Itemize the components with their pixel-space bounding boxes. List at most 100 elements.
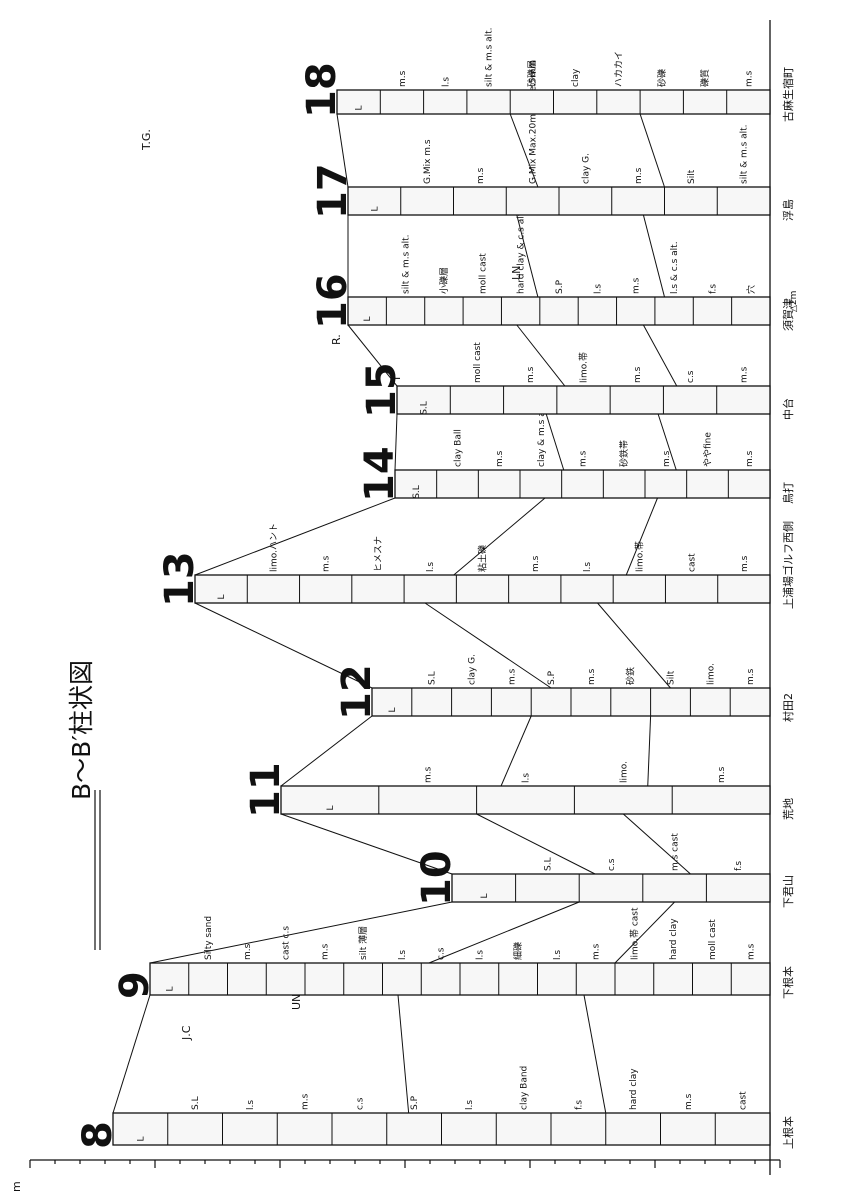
figure-title: B～B′柱状図 <box>67 660 96 800</box>
layer-label: l.s <box>553 950 563 960</box>
layer-label: 礫質 <box>699 69 711 87</box>
layer-label: clay <box>571 68 581 87</box>
layer-label: 穴 <box>745 285 757 294</box>
layer-label: S.P <box>555 279 565 294</box>
unit-label: LN <box>510 266 523 280</box>
bore-number: 15 <box>359 362 405 418</box>
bore-number: 13 <box>157 551 203 607</box>
correlation-line <box>425 603 551 688</box>
layer-label: clay G. <box>581 153 591 184</box>
layer-label: limo.帯 <box>633 541 645 572</box>
layer-label: ヒメスナ <box>373 536 384 572</box>
layer-label: l.s <box>583 562 593 572</box>
unit-label: UN <box>290 994 303 1010</box>
layer-label: m.s <box>592 943 602 960</box>
layer-label: S.L <box>420 401 430 415</box>
layer-label: l.s <box>246 1100 256 1110</box>
layer-label: L <box>370 206 380 211</box>
place-name: 上浦場ゴルフ西側 <box>781 521 795 609</box>
layer-label: cast <box>688 553 698 572</box>
layer-label: m.s <box>634 167 644 184</box>
layer-label: m.s <box>507 668 517 685</box>
bore-column-17: 17浮島LG.Mix m.sm.sG.Mix Max.20mm ave.5mmc… <box>310 60 795 221</box>
layer-label: silt & m.s alt. <box>402 234 412 294</box>
layer-label: l.s <box>522 773 532 783</box>
layer-label: m.s <box>633 366 643 383</box>
layer-label: L <box>355 105 365 110</box>
layer-label: m.s <box>747 943 757 960</box>
layer-label: m.s <box>322 555 332 572</box>
layer-label: limo.帯 cast <box>628 907 640 960</box>
layer-label: l.s <box>426 562 436 572</box>
bore-number: 18 <box>299 62 345 118</box>
correlation-line <box>643 215 664 297</box>
bore-strip <box>281 786 770 814</box>
layer-label: m.s <box>745 450 755 467</box>
correlation-line <box>398 995 409 1113</box>
layer-label: L <box>326 805 336 810</box>
layer-label: 砂鉄帯 <box>618 440 630 467</box>
layer-label: L <box>480 893 490 898</box>
layer-label: S.L <box>428 671 438 685</box>
layer-label: m.s <box>717 766 727 783</box>
layer-label: moll cast <box>478 253 488 294</box>
layer-label: m.s <box>684 1093 694 1110</box>
layer-label: S.L <box>412 485 422 499</box>
layer-label: 粘土礫 <box>477 545 489 572</box>
place-name: 古麻生宿町 <box>781 67 795 122</box>
layer-label: l.s <box>398 950 408 960</box>
layer-label: limo. <box>706 663 716 685</box>
layer-label: 細礫 <box>512 942 524 960</box>
bore-column-10: 10下君山LS.Lc.sm.s castf.s <box>414 833 795 908</box>
bore-number: 17 <box>310 163 356 219</box>
layer-label: m.s <box>495 450 505 467</box>
bore-column-12: 12村田2LS.Lclay G.m.sS.Pm.s砂鉄Siltlimo.m.s <box>334 654 795 722</box>
layer-label: Silty sand <box>204 916 214 960</box>
layer-label: clay G. <box>468 654 478 685</box>
place-name: 中台 <box>781 398 795 420</box>
unit-label: J.C <box>180 1025 193 1041</box>
bore-number: 14 <box>357 446 403 502</box>
layer-label: hard clay & c.s alt. <box>517 210 527 294</box>
layer-label: cast c.s <box>282 926 292 960</box>
layer-label: m.s <box>398 70 408 87</box>
layer-label: limo. <box>619 761 629 783</box>
layer-label: limo.帯 <box>578 352 590 383</box>
layer-label: silt & m.s alt. <box>740 124 750 184</box>
layer-label: m.s <box>587 668 597 685</box>
unit-label: R. <box>330 334 343 345</box>
layer-label: L <box>363 316 373 321</box>
layer-label: l.s & c.s alt. <box>670 241 680 294</box>
bore-strip <box>452 874 770 902</box>
bore-strip <box>348 297 770 325</box>
place-name: 上根本 <box>781 1116 795 1149</box>
correlation-line <box>615 902 675 963</box>
correlation-line <box>546 414 564 470</box>
layer-label: clay Ball <box>454 429 464 467</box>
layer-label: 小礫層 <box>438 267 450 294</box>
bore-strip <box>397 386 770 414</box>
bore-column-14: 14鳥打S.Lclay Ballm.sclay & m.s alt.m.s砂鉄帯… <box>357 402 795 504</box>
correlation-line <box>477 814 595 874</box>
layer-label: S.P <box>410 1095 420 1110</box>
bore-strip <box>395 470 770 498</box>
layer-label: f.s <box>708 284 718 294</box>
place-name: 鳥打 <box>781 482 795 504</box>
place-name: 村田2 <box>781 693 795 722</box>
correlation-line <box>113 995 150 1113</box>
layer-label: clay Band <box>520 1066 530 1110</box>
bore-number: 16 <box>310 273 356 329</box>
place-name: 荒地 <box>782 798 795 820</box>
layer-label: S.L <box>543 857 553 871</box>
layer-label: S.L <box>191 1096 201 1110</box>
layer-label: ハカカイ <box>613 51 624 87</box>
layer-label: m.s <box>739 366 749 383</box>
layer-label: f.s <box>574 1100 584 1110</box>
bore-columns: 8上根本LS.Ll.sm.sc.sS.Pl.sclay Bandf.shard … <box>75 27 795 1149</box>
place-name: 下君山 <box>782 875 795 908</box>
layer-label: L <box>136 1136 146 1141</box>
bore-column-15: 15中台S.Lmoll castm.slimo.帯m.sc.sm.s <box>359 342 795 420</box>
bore-number: 10 <box>414 850 460 906</box>
